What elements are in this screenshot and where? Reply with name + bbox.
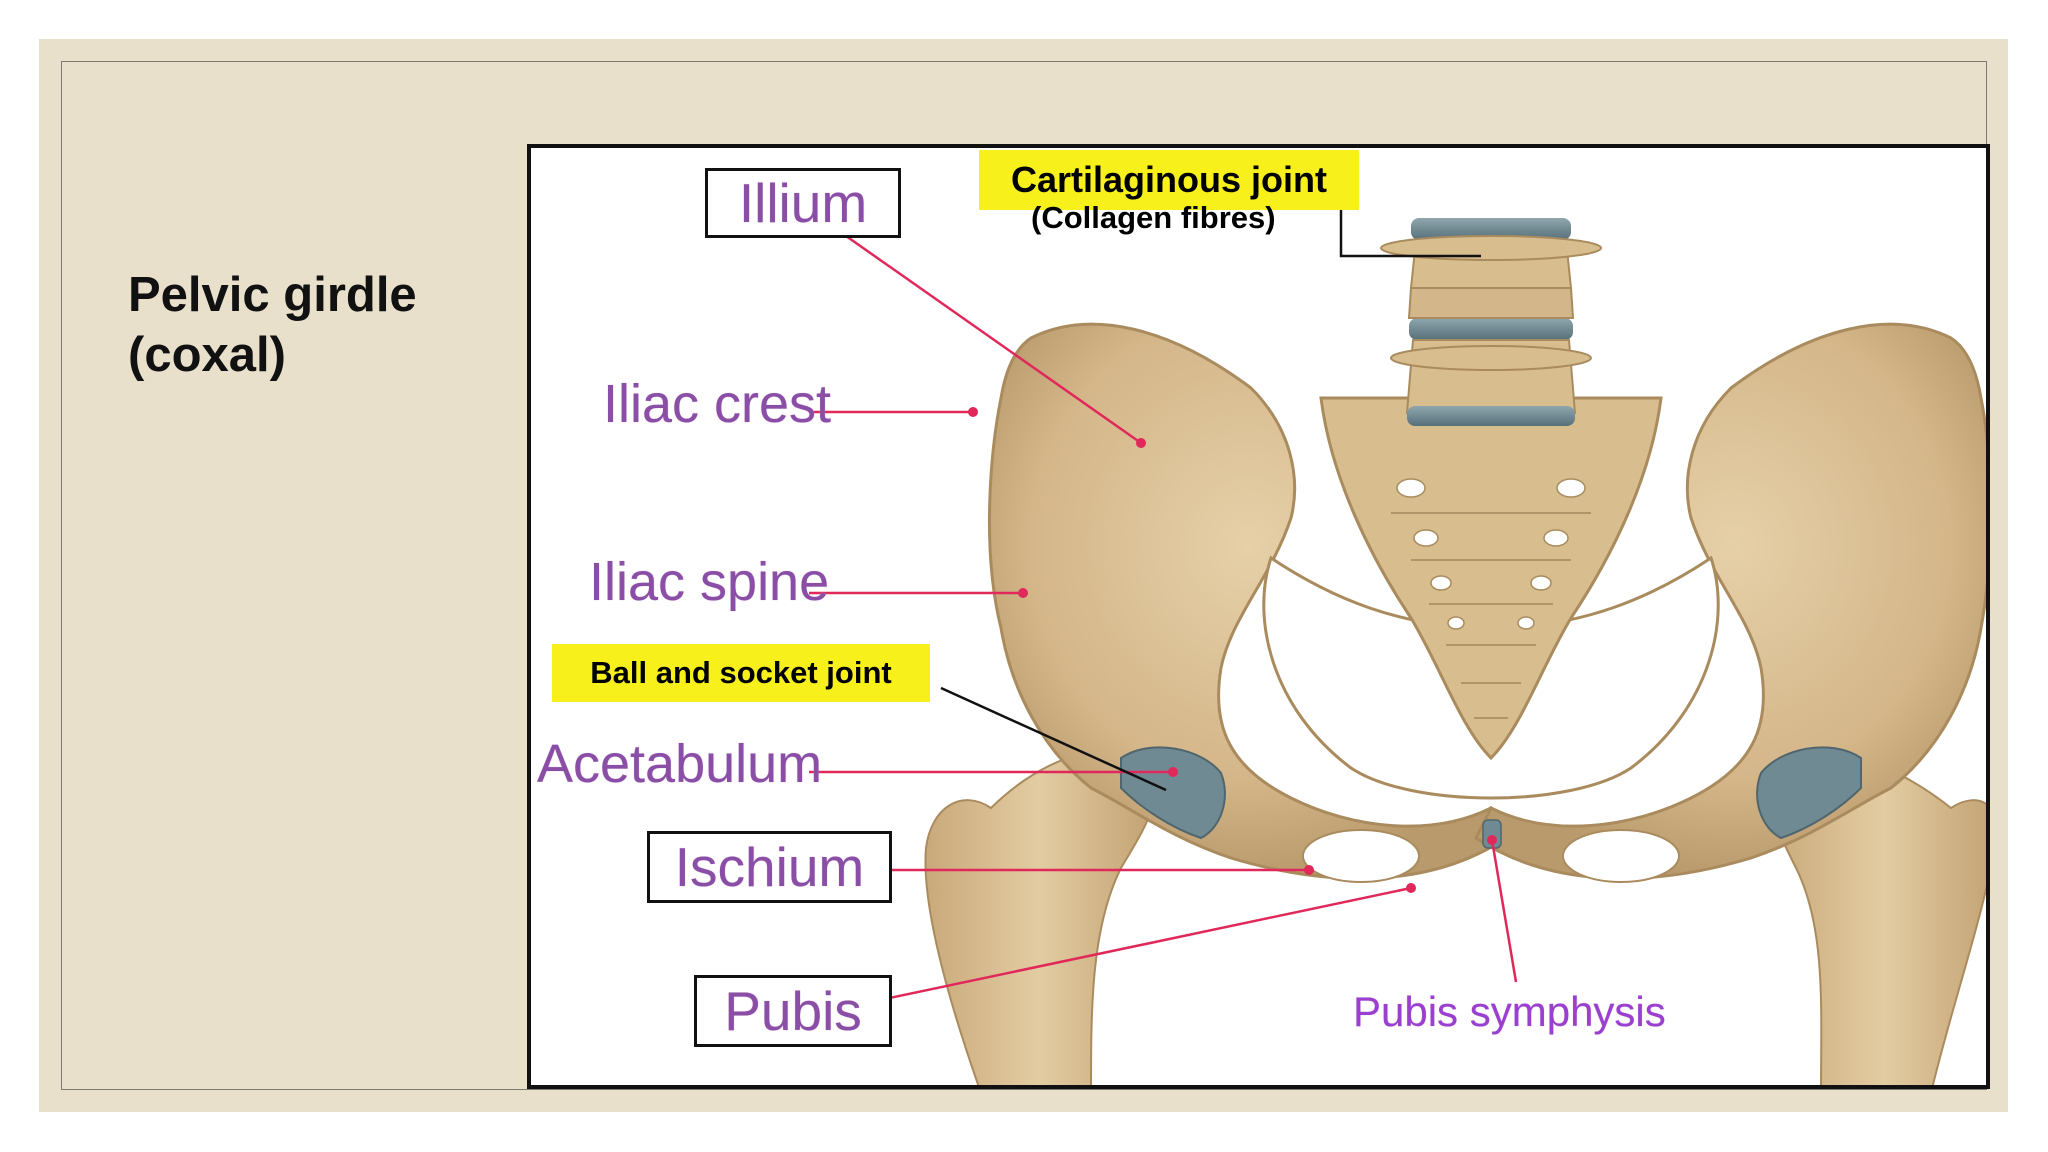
right-obturator-foramen [1562,829,1680,883]
lumbar-spine [1380,218,1602,426]
right-acetabulum-cartilage [1756,746,1862,840]
collagen-fibres-text: (Collagen fibres) [1031,200,1276,235]
pubis-label: Pubis [724,980,862,1042]
iliac-spine-label: Iliac spine [589,552,830,612]
cartilaginous-joint-text: Cartilaginous joint [1010,159,1327,200]
ilium-label: Illium [738,172,868,234]
ball-socket-highlight: Ball and socket joint [552,644,930,702]
ischium-label-box: Ischium [647,831,892,903]
slide-title-line-1: Pelvic girdle [128,268,417,322]
slide-title: Pelvic girdle (coxal) [128,265,508,385]
ilium-label-box: Illium [705,168,901,238]
pointer-lines [808,208,1518,1017]
pubis-label-box: Pubis [694,975,892,1047]
ball-socket-text: Ball and socket joint [590,655,892,690]
cartilaginous-joint-highlight: Cartilaginous joint [979,150,1359,210]
iliac-crest-label: Iliac crest [603,374,832,434]
pelvis-diagram: Illium Ischium Pubis Iliac crest Iliac s… [527,144,1990,1089]
slide-title-line-2: (coxal) [128,328,286,382]
left-acetabulum-cartilage [1120,746,1226,840]
sacral-foramina [1396,478,1586,630]
pelvis-illustration [808,162,1986,1085]
sacral-segments [1391,512,1591,719]
pubis-symphysis-label: Pubis symphysis [1353,988,1666,1035]
left-obturator-foramen [1302,829,1420,883]
right-hip-bone [1474,322,1986,880]
pointer-dots [968,407,1497,893]
acetabulum-label: Acetabulum [537,734,823,794]
ischium-label: Ischium [674,836,865,898]
